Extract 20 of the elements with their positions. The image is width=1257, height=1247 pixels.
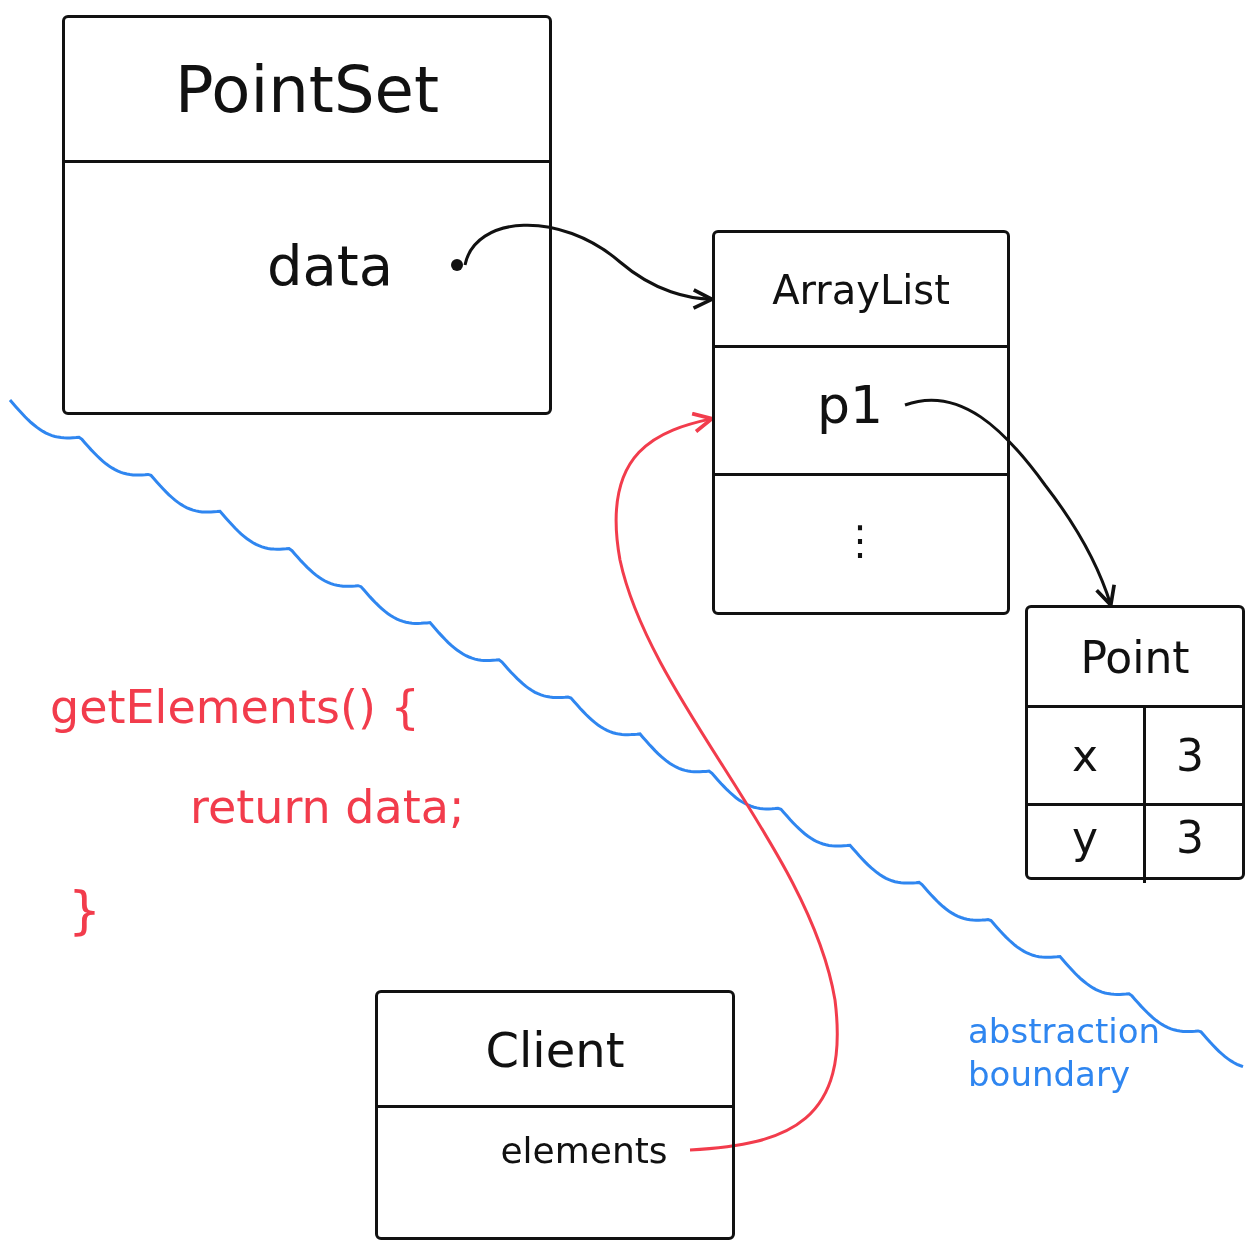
class-name: Point [1028, 608, 1242, 708]
field-value: 3 [1150, 715, 1230, 795]
field-name: x [1045, 715, 1125, 795]
code-text: getElements() { [50, 680, 420, 734]
code-text: } [68, 880, 102, 940]
class-name: ArrayList [715, 233, 1007, 348]
field-name: elements [478, 1115, 690, 1185]
class-box [712, 230, 1010, 615]
class-box [62, 15, 552, 415]
class-name: PointSet [65, 18, 549, 163]
field-name: y [1045, 800, 1125, 875]
ellipsis: ⋮ [830, 495, 890, 585]
field-name: data [195, 222, 465, 308]
boundary-label: abstraction boundary [968, 1010, 1162, 1095]
code-text: return data; [190, 780, 465, 834]
class-name: Client [378, 993, 732, 1108]
class-box [375, 990, 735, 1240]
field-name: p1 [795, 360, 905, 450]
field-value: 3 [1150, 800, 1230, 875]
class-box [1025, 605, 1245, 880]
